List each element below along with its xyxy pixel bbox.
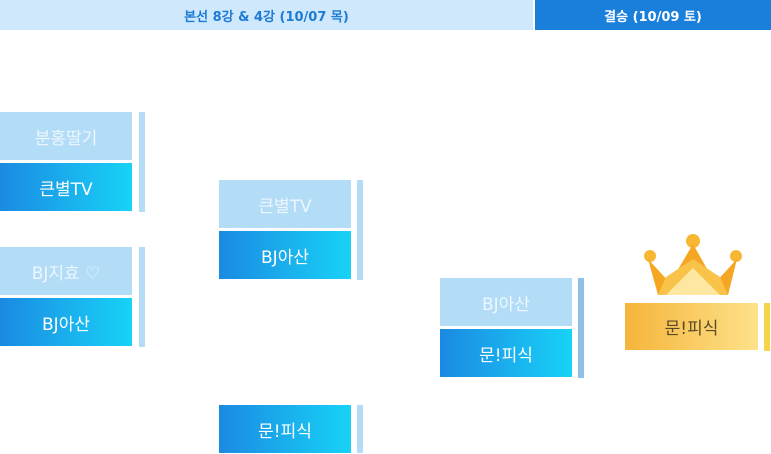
champion-player[interactable]: 문!피식 <box>625 303 758 350</box>
r8-m2-bottom-player[interactable]: BJ아산 <box>0 298 132 346</box>
r8-m2-connector <box>139 247 145 347</box>
champion-connector <box>764 303 770 351</box>
r8-m1-bottom-player[interactable]: 큰별TV <box>0 163 132 211</box>
crown-icon <box>644 234 742 295</box>
round-8-4-header: 본선 8강 & 4강 (10/07 목) <box>0 0 533 30</box>
final-header: 결승 (10/09 토) <box>535 0 771 30</box>
r8-m2-top-player[interactable]: BJ지효 ♡ <box>0 247 132 295</box>
r4-m1-top-player[interactable]: 큰별TV <box>219 180 351 228</box>
r8-m1-top-player[interactable]: 분홍딸기 <box>0 112 132 160</box>
r4-m1-connector <box>357 180 363 280</box>
r4-m2-connector <box>357 405 363 453</box>
semi-top-player[interactable]: BJ아산 <box>440 278 572 326</box>
r8-m1-connector <box>139 112 145 212</box>
r4-m2-player[interactable]: 문!피식 <box>219 405 351 453</box>
r4-m1-bottom-player[interactable]: BJ아산 <box>219 231 351 279</box>
semi-bottom-player[interactable]: 문!피식 <box>440 329 572 377</box>
semi-connector <box>578 278 584 378</box>
